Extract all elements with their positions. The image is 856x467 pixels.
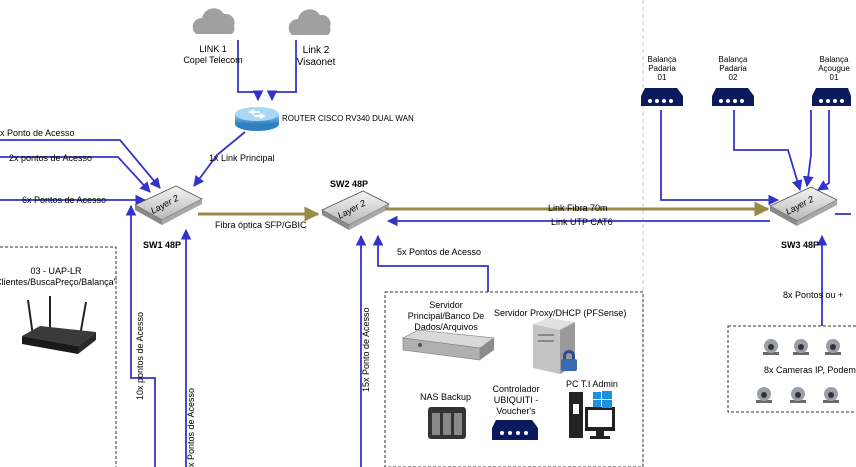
scale3b-link (817, 110, 830, 191)
nas-icon (428, 407, 466, 439)
nas-label: NAS Backup (420, 392, 472, 402)
sw1-name: SW1 48P (143, 240, 182, 250)
link2-title: Link 2 (302, 45, 330, 56)
sw2-down-label: 5x Pontos de Acesso (397, 247, 482, 257)
uap-subtitle: Clientes/BuscaPreço/Balança" (0, 277, 117, 287)
scale-device-icon-3 (812, 88, 851, 106)
scale-device-icon-2 (712, 88, 754, 106)
server-principal-line1: Servidor (429, 300, 463, 310)
cloud-icon-link1 (192, 8, 235, 35)
scale3-line1: Balança (819, 55, 849, 64)
fibra-label: Fibra óptica SFP/GBIC (215, 220, 307, 230)
lock-icon (561, 350, 577, 371)
link-principal-label: 1x Link Principal (209, 153, 275, 163)
left-link-2 (0, 156, 151, 193)
vertical-label-1: 10x pontos de Acesso (135, 311, 145, 400)
sw2-name: SW2 48P (330, 179, 369, 189)
ctrl-line2: UBIQUITI - (493, 395, 539, 405)
link1-subtitle: Copel Telecom (183, 55, 243, 65)
router-sw1-line (193, 131, 246, 187)
cameras-label: 8x Cameras IP, Podem (764, 365, 856, 375)
cloud-icon-link2 (288, 9, 331, 36)
scale3-line3: 01 (829, 73, 839, 82)
sw3-name: SW3 48P (781, 240, 820, 250)
server-principal-line3: Dados/Arquivos (414, 322, 478, 332)
left-link-1 (0, 139, 161, 189)
server-group-box (384, 291, 644, 467)
ctrl-line3: Voucher's (496, 406, 536, 416)
vertical-label-2: x Pontos de Acesso (186, 387, 196, 467)
camera-group-box (727, 325, 856, 413)
link1-title: LINK 1 (199, 44, 227, 54)
left-link-label-2: 2x pontos de Acesso (9, 153, 93, 163)
left-link-label-1: x Ponto de Acesso (0, 128, 75, 138)
router-icon (235, 107, 279, 131)
sw1-down-link-1 (125, 204, 156, 467)
controller-device-icon (492, 420, 538, 440)
access-point-icon (22, 296, 96, 354)
scale2-line1: Balança (718, 55, 748, 64)
link2-line (266, 40, 297, 102)
sw3-down-label: 8x Pontos ou + (783, 290, 844, 300)
scale-device-icon-1 (641, 88, 683, 106)
switch-sw1-icon: Layer 2 (134, 185, 203, 225)
scale2-line2: Padaria (719, 64, 747, 73)
link2-subtitle: Visaonet (296, 57, 336, 68)
camera-icon-row2 (756, 387, 839, 403)
scale1-link (660, 110, 780, 206)
scale1-line3: 01 (657, 73, 667, 82)
link-fibra-label: Link Fibra 70m (548, 203, 608, 213)
sw2-down-link-2 (372, 234, 489, 292)
windows-logo-icon (593, 391, 612, 408)
switch-sw2-icon: Layer 2 (321, 190, 390, 230)
server-principal-line2: Principal/Banco De (407, 311, 485, 321)
ctrl-line1: Controlador (492, 384, 540, 394)
scale1-line1: Balança (647, 55, 677, 64)
scale1-line2: Padaria (648, 64, 676, 73)
pc-label: PC T.I Admin (566, 379, 618, 389)
link1-line (237, 40, 264, 102)
router-label: ROUTER CISCO RV340 DUAL WAN (282, 114, 414, 123)
left-link-label-3: 6x Pontos de Acesso (22, 195, 107, 205)
rack-server-icon (402, 329, 495, 361)
camera-icon-row1 (763, 339, 841, 355)
vertical-label-3: 15x Ponto de Acesso (361, 307, 371, 392)
scale3a-link (802, 110, 814, 188)
switch-sw3-icon: Layer 2 (769, 186, 838, 226)
scale3-line2: Açougue (818, 64, 850, 73)
pc-admin-icon (569, 392, 615, 439)
link-utp-label: Link UTP CAT6 (551, 217, 613, 227)
uap-group-box (0, 246, 117, 467)
proxy-label: Servidor Proxy/DHCP (PFSense) (494, 308, 627, 318)
scale2-line3: 02 (728, 73, 738, 82)
uap-title: 03 - UAP-LR (30, 266, 82, 276)
scale2-link (733, 110, 803, 192)
